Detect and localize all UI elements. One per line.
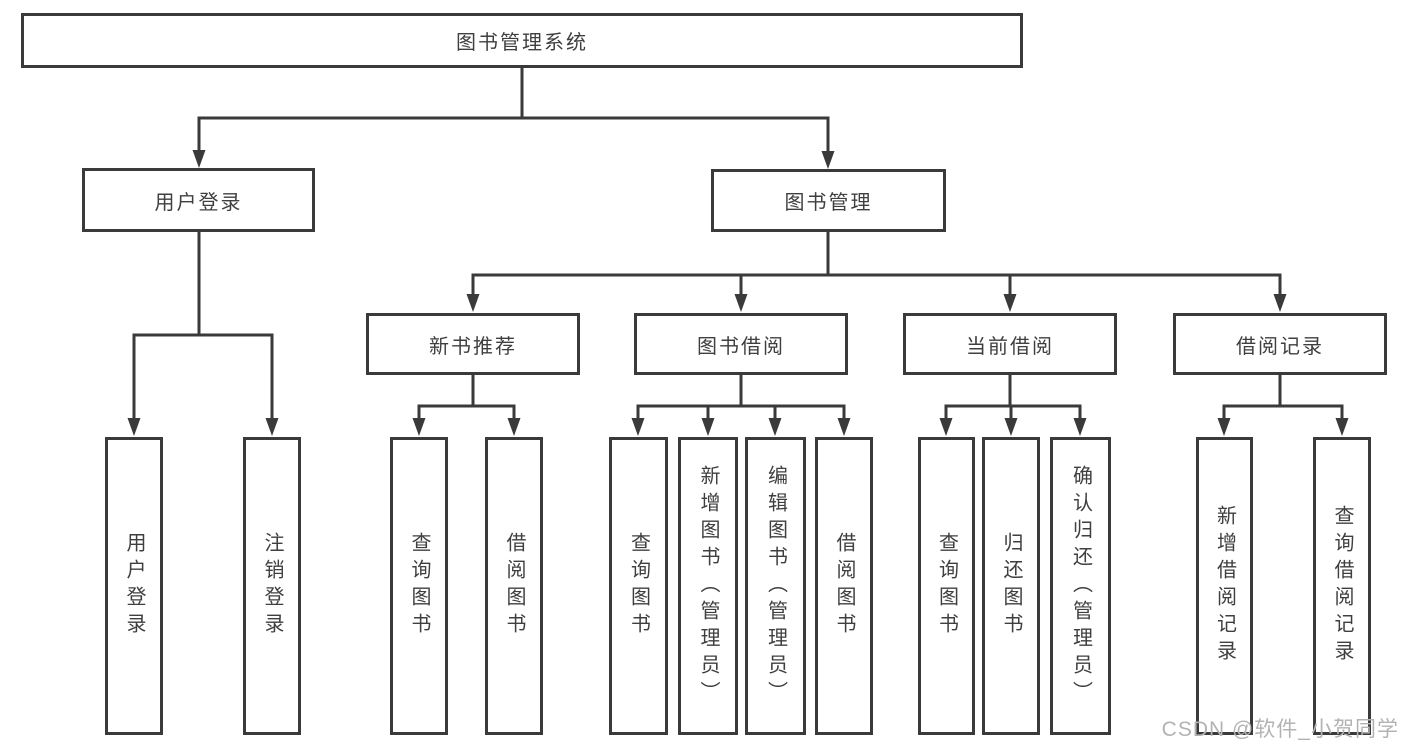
leaf-query-books-recommend: 查询图书 xyxy=(390,437,448,735)
node-current-borrow: 当前借阅 xyxy=(903,313,1117,375)
leaf-edit-books-admin: 编辑图书（管理员） xyxy=(745,437,806,735)
node-book-management: 图书管理 xyxy=(711,169,946,232)
leaf-query-books-borrow: 查询图书 xyxy=(609,437,668,735)
node-borrow-records-label: 借阅记录 xyxy=(1236,335,1324,358)
node-user-login: 用户登录 xyxy=(82,168,315,232)
node-book-borrow-label: 图书借阅 xyxy=(697,335,785,358)
leaf-borrow-books-label: 借阅图书 xyxy=(833,532,855,640)
leaf-borrow-books: 借阅图书 xyxy=(815,437,873,735)
leaf-return-books-label: 归还图书 xyxy=(1000,532,1022,640)
leaf-borrow-books-recommend: 借阅图书 xyxy=(485,437,543,735)
node-new-book-recommend: 新书推荐 xyxy=(366,313,580,375)
leaf-query-books-current: 查询图书 xyxy=(918,437,975,735)
leaf-query-books-recommend-label: 查询图书 xyxy=(408,532,430,640)
leaf-add-borrow-record: 新增借阅记录 xyxy=(1196,437,1253,735)
node-book-borrow: 图书借阅 xyxy=(634,313,848,375)
node-current-borrow-label: 当前借阅 xyxy=(966,335,1054,358)
leaf-add-books-admin: 新增图书（管理员） xyxy=(678,437,738,735)
leaf-user-login-label: 用户登录 xyxy=(123,532,145,640)
csdn-watermark: CSDN @软件_小贺同学 xyxy=(1161,718,1399,741)
node-user-login-label: 用户登录 xyxy=(154,191,243,214)
leaf-edit-books-admin-label: 编辑图书（管理员） xyxy=(764,464,787,708)
node-new-book-recommend-label: 新书推荐 xyxy=(429,335,517,358)
leaf-confirm-return-admin: 确认归还（管理员） xyxy=(1050,437,1111,735)
leaf-return-books: 归还图书 xyxy=(982,437,1040,735)
node-borrow-records: 借阅记录 xyxy=(1173,313,1387,375)
leaf-logout: 注销登录 xyxy=(243,437,301,735)
leaf-confirm-return-admin-label: 确认归还（管理员） xyxy=(1069,464,1092,708)
leaf-query-books-borrow-label: 查询图书 xyxy=(627,532,650,640)
node-book-management-label: 图书管理 xyxy=(784,192,873,214)
arrowheads xyxy=(127,150,1349,436)
leaf-add-borrow-record-label: 新增借阅记录 xyxy=(1213,505,1236,667)
node-root-label: 图书管理系统 xyxy=(456,32,588,54)
leaf-query-borrow-record-label: 查询借阅记录 xyxy=(1331,505,1353,667)
leaf-query-books-current-label: 查询图书 xyxy=(935,532,958,640)
leaf-logout-label: 注销登录 xyxy=(261,532,283,640)
leaf-query-borrow-record: 查询借阅记录 xyxy=(1313,437,1371,735)
leaf-add-books-admin-label: 新增图书（管理员） xyxy=(697,464,719,708)
node-root: 图书管理系统 xyxy=(21,13,1023,68)
leaf-user-login: 用户登录 xyxy=(105,437,163,735)
leaf-borrow-books-recommend-label: 借阅图书 xyxy=(503,532,525,640)
